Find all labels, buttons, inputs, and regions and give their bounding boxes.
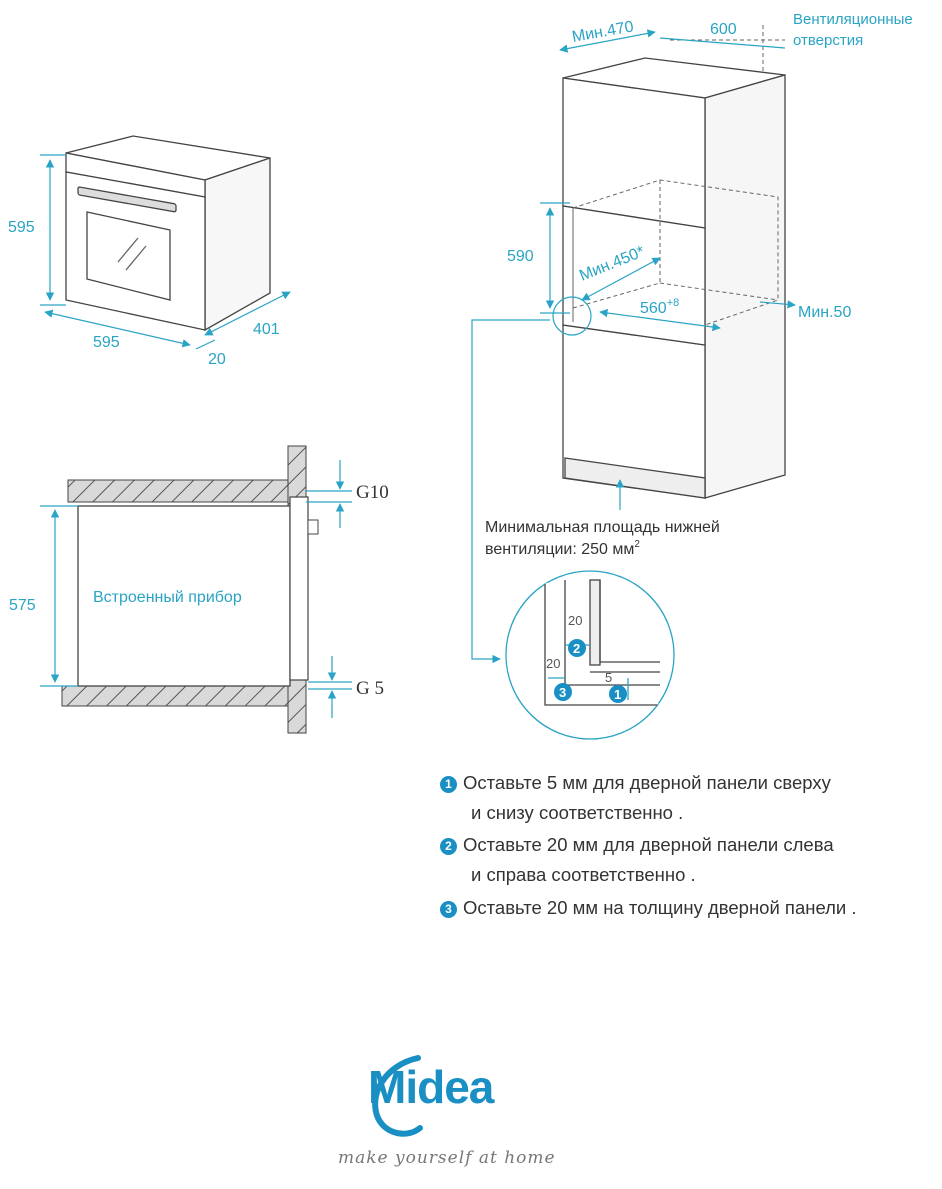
oven-width-label: 595: [93, 334, 120, 351]
side-view-height-label: 575: [9, 597, 36, 614]
note-2-line1: Оставьте 20 мм для дверной панели слева: [463, 834, 834, 855]
niche-width-value: 560: [640, 300, 667, 317]
niche-height-label: 590: [507, 248, 534, 265]
cabinet-width-label: 600: [710, 21, 737, 38]
midea-logo: Midea: [368, 1061, 494, 1113]
detail-marker-2: 2: [573, 641, 580, 656]
gap-top-label: G10: [356, 482, 389, 503]
note-1-line1: Оставьте 5 мм для дверной панели сверху: [463, 772, 831, 793]
cabinet-dimension-lines: [471, 29, 796, 664]
oven-height-label: 595: [8, 219, 35, 236]
note-3-line1: Оставьте 20 мм на толщину дверной панели…: [463, 897, 857, 918]
detail-dim-b: 20: [546, 656, 560, 671]
gap-bottom-label: G 5: [356, 678, 384, 699]
midea-logo-swoosh: [372, 1055, 423, 1137]
detail-marker-1-bg: [609, 685, 627, 703]
vent-openings-line2: отверстия: [793, 32, 863, 49]
oven-isometric: [65, 135, 271, 332]
note-3-number: 3: [440, 901, 457, 918]
bottom-vent-line1: Минимальная площадь нижней: [485, 519, 720, 536]
oven-depth-label: 401: [253, 321, 280, 338]
note-2-number: 2: [440, 838, 457, 855]
min-back-gap-label: Мин.50: [798, 304, 851, 321]
built-in-appliance-label: Встроенный прибор: [93, 589, 242, 606]
note-1-number: 1: [440, 776, 457, 793]
bottom-vent-superscript: 2: [634, 539, 640, 550]
niche-width-label: 560+8: [640, 297, 679, 317]
detail-marker-1: 1: [614, 687, 621, 702]
detail-zoom-circle: [552, 296, 592, 336]
note-2-line2: и справа соответственно .: [471, 864, 696, 885]
oven-dimension-lines: [40, 154, 291, 350]
note-1-line2: и снизу соответственно .: [471, 802, 684, 823]
note-1: 1 Оставьте 5 мм для дверной панели сверху…: [440, 772, 831, 824]
side-view: [40, 445, 352, 734]
vent-openings-line1: Вентиляционные: [793, 11, 913, 28]
detail-dim-c: 5: [605, 670, 612, 685]
panel-offset-label: 20: [208, 351, 226, 368]
note-2: 2 Оставьте 20 мм для дверной панели слева…: [440, 834, 834, 886]
detail-dim-a: 20: [568, 613, 582, 628]
detail-marker-3: 3: [559, 685, 566, 700]
detail-magnifier: [505, 570, 675, 740]
niche-width-tolerance: +8: [667, 297, 680, 309]
detail-marker-2-bg: [568, 639, 586, 657]
note-3: 3 Оставьте 20 мм на толщину дверной панел…: [440, 897, 857, 919]
bottom-vent-value: вентиляции: 250 мм: [485, 541, 634, 558]
brand-slogan: make yourself at home: [338, 1148, 556, 1168]
detail-marker-3-bg: [554, 683, 572, 701]
bottom-vent-line2: вентиляции: 250 мм2: [485, 539, 640, 558]
